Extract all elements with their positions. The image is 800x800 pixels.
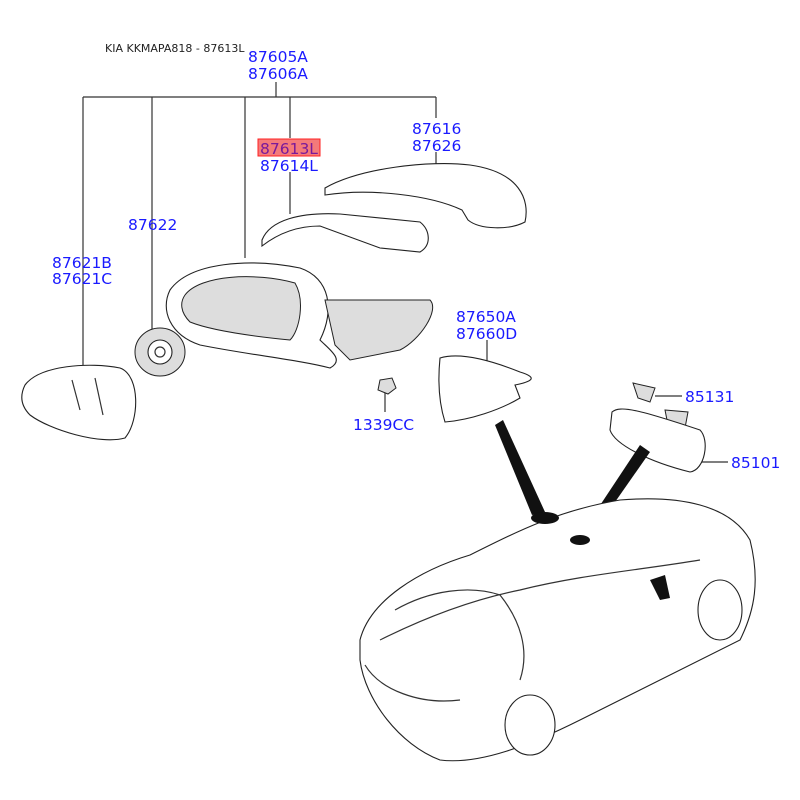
label-87621C[interactable]: 87621C	[52, 270, 112, 288]
leader-lines	[82, 82, 728, 463]
mirror-cover-drawing	[324, 163, 527, 229]
label-85101[interactable]: 85101	[731, 454, 780, 472]
label-87614L[interactable]: 87614L	[260, 157, 318, 175]
label-85131[interactable]: 85131	[685, 388, 734, 406]
nut-drawing	[377, 377, 397, 395]
mirror-housing-drawing	[165, 262, 434, 369]
label-87621B[interactable]: 87621B	[52, 254, 112, 272]
mirror-glass-drawing	[21, 364, 137, 441]
label-87606A[interactable]: 87606A	[248, 65, 308, 83]
label-1339CC[interactable]: 1339CC	[353, 416, 414, 434]
selected-part-highlight	[257, 138, 321, 157]
inside-mirror-drawing	[609, 382, 706, 473]
label-87616[interactable]: 87616	[412, 120, 461, 138]
mirror-cap-drawing	[438, 355, 532, 423]
label-87660D[interactable]: 87660D	[456, 325, 517, 343]
turn-lamp-drawing	[261, 213, 429, 253]
label-87626[interactable]: 87626	[412, 137, 461, 155]
label-87622[interactable]: 87622	[128, 216, 177, 234]
label-87613L-selected[interactable]: 87613L	[260, 140, 318, 158]
label-87650A[interactable]: 87650A	[456, 308, 516, 326]
car-drawing	[359, 498, 756, 762]
pointer-outside	[495, 420, 545, 515]
diagram-header: KIA KKMAPA818 - 87613L	[105, 42, 245, 55]
label-87605A[interactable]: 87605A	[248, 48, 308, 66]
actuator-drawing	[134, 327, 186, 377]
